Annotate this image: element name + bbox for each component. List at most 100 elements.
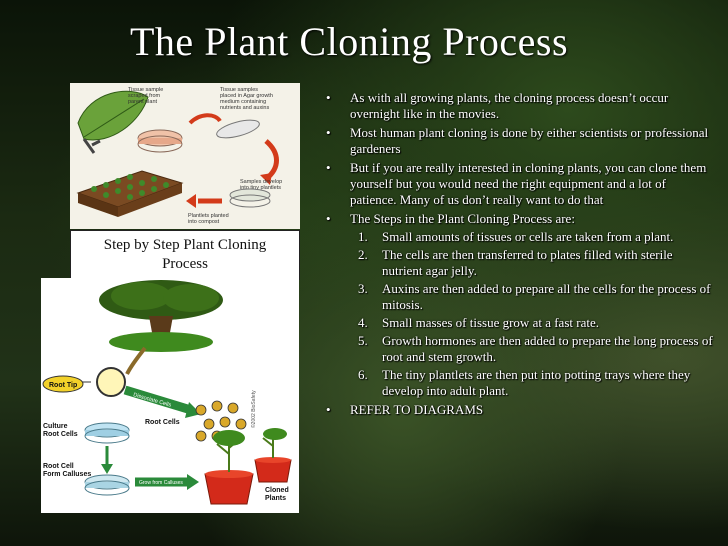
label-root-cells: Root Cells — [145, 419, 180, 426]
dissociate-arrow-icon — [123, 385, 193, 415]
label-culture-1: Culture — [43, 423, 68, 430]
caption-box: Step by Step Plant Cloning Process — [70, 230, 300, 280]
bullet-marker: • — [326, 125, 331, 140]
step-number: 5. — [358, 333, 368, 348]
culture-dish-body — [85, 430, 129, 436]
bullet-item: • The Steps in the Plant Cloning Process … — [322, 211, 714, 399]
pot-2-rim — [255, 457, 291, 463]
root-cloning-diagram-svg: Root Tip Dissociate Cells Root Cells ©20… — [42, 280, 292, 505]
step-item: 5. Growth hormones are then added to prep… — [350, 333, 714, 365]
plant-2-leaves — [263, 428, 287, 440]
slide-title: The Plant Cloning Process — [130, 19, 569, 64]
step-text: Small amounts of tissues or cells are ta… — [382, 229, 674, 244]
label-callus-1: Root Cell — [43, 463, 74, 470]
potting-tray-side — [78, 193, 118, 217]
pot-1-rim — [205, 470, 253, 478]
bullet-text: As with all growing plants, the cloning … — [350, 90, 669, 121]
pot-2-icon — [254, 459, 292, 483]
bullet-item: • As with all growing plants, the cloning… — [322, 90, 714, 122]
leaf-stem — [82, 138, 101, 154]
root-cloning-diagram: Root Tip Dissociate Cells Root Cells ©20… — [41, 278, 299, 513]
callus-dish-base — [84, 480, 130, 496]
label-cloned-2: Plants — [265, 495, 286, 502]
bullet-text: The Steps in the Plant Cloning Process a… — [350, 211, 575, 226]
label-samples-develop-1: Samples develop — [240, 179, 282, 185]
bullet-marker: • — [326, 402, 331, 417]
label-copyright: ©2002 BioSafety — [250, 390, 257, 428]
bullet-text: But if you are really interested in clon… — [350, 160, 707, 207]
plantlets-icon — [91, 174, 169, 200]
bullet-text: Most human plant cloning is done by eith… — [350, 125, 709, 156]
step-item: 3. Auxins are then added to prepare all t… — [350, 281, 714, 313]
arrow-1-icon — [188, 113, 222, 125]
bullet-item: • But if you are really interested in clo… — [322, 160, 714, 208]
step-number: 3. — [358, 281, 368, 296]
label-plantlets-planted-2: into compost — [188, 219, 220, 225]
label-root-tip: Root Tip — [49, 382, 77, 389]
step-item: 4. Small masses of tissue grow at a fast … — [350, 315, 714, 331]
bullet-marker: • — [326, 160, 331, 175]
bullet-marker: • — [326, 90, 331, 105]
step-number: 2. — [358, 247, 368, 262]
step-number: 4. — [358, 315, 368, 330]
root-tip-badge — [42, 375, 84, 393]
leaf-vein — [83, 98, 145, 138]
step-item: 1. Small amounts of tissues or cells are … — [350, 229, 714, 245]
label-grow-from-calluses: Grow from Calluses — [139, 480, 183, 486]
label-tissue-scraped-1: Tissue sample — [128, 87, 163, 93]
label-tissue-placed-1: Tissue samples — [220, 87, 258, 93]
step-text: The cells are then transferred to plates… — [382, 247, 673, 278]
bullet-item: • REFER TO DIAGRAMS — [322, 402, 714, 418]
root-cells-icon — [195, 400, 247, 444]
cloning-diagram-svg: Tissue sample scraped from parent plant … — [76, 87, 282, 225]
step-item: 2. The cells are then transferred to plat… — [350, 247, 714, 279]
potting-tray-front — [118, 183, 182, 217]
step-text: Growth hormones are then added to prepar… — [382, 333, 713, 364]
step-item: 6. The tiny plantlets are then put into p… — [350, 367, 714, 399]
petri-dish-base — [137, 135, 183, 153]
label-plantlets-planted-1: Plantlets planted — [188, 213, 229, 219]
slide-content: • As with all growing plants, the cloning… — [322, 90, 714, 421]
magnifier-icon — [96, 367, 126, 397]
arrow-2-head — [260, 173, 272, 185]
tree-canopy-2 — [111, 282, 171, 310]
dissociate-arrow-head — [185, 402, 201, 418]
arrow-3-head — [186, 194, 196, 208]
culture-dish-base — [84, 428, 130, 444]
leaf-icon — [77, 90, 149, 141]
label-culture-2: Root Cells — [43, 431, 78, 438]
bullet-marker: • — [326, 211, 331, 226]
label-tissue-scraped-3: parent plant — [128, 99, 158, 105]
step-text: Auxins are then added to prepare all the… — [382, 281, 711, 312]
steps-list: 1. Small amounts of tissues or cells are … — [350, 229, 714, 399]
label-tissue-placed-3: medium containing — [220, 99, 266, 105]
label-tissue-placed-2: placed in Agar growth — [220, 93, 273, 99]
step-text: The tiny plantlets are then put into pot… — [382, 367, 691, 398]
bullet-text-refer: REFER TO DIAGRAMS — [350, 402, 484, 417]
diagram-caption: Step by Step Plant Cloning Process — [103, 237, 267, 272]
step-number: 1. — [358, 229, 368, 244]
plant-2-icon — [262, 437, 274, 458]
pot-1-icon — [204, 473, 254, 505]
petri-lid-icon — [216, 119, 260, 139]
plantlet-dish-base — [229, 194, 271, 208]
label-cloned-1: Cloned — [265, 487, 289, 494]
label-callus-2: Form Calluses — [43, 471, 91, 478]
label-tissue-scraped-2: scraped from — [128, 93, 161, 99]
step-text: Small masses of tissue grow at a fast ra… — [382, 315, 599, 330]
petri-dish-body — [138, 138, 182, 144]
grow-arrow-head — [187, 474, 199, 490]
label-samples-develop-2: into tiny plantlets — [240, 185, 281, 191]
callus-dish-body — [85, 482, 129, 488]
tree-canopy-3 — [163, 284, 219, 312]
bullet-item: • Most human plant cloning is done by eit… — [322, 125, 714, 157]
cloning-diagram: Tissue sample scraped from parent plant … — [70, 83, 300, 229]
plant-1-leaves — [213, 430, 245, 446]
down-arrow-head — [101, 464, 113, 474]
bullet-list: • As with all growing plants, the cloning… — [322, 90, 714, 418]
label-tissue-placed-4: nutrients and auxins — [220, 105, 269, 111]
ground-mound-icon — [109, 332, 213, 352]
root-icon — [125, 346, 147, 375]
step-number: 6. — [358, 367, 368, 382]
